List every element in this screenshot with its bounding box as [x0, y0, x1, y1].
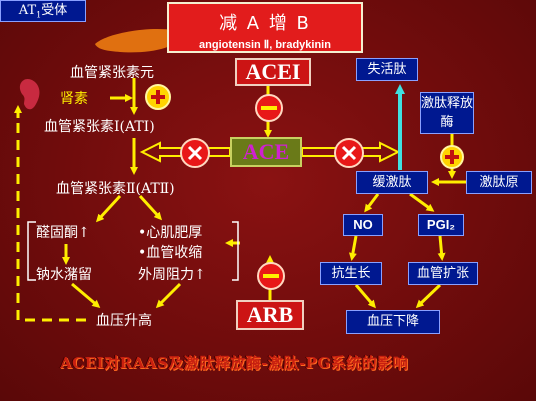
at1-suffix: 受体 [41, 3, 68, 18]
box-no: NO [343, 214, 383, 236]
title-subtitle: angiotensin Ⅱ, bradykinin [199, 39, 331, 51]
label-angiotensinogen: 血管紧张素元 [70, 65, 154, 81]
box-pgi2: PGI₂ [418, 214, 464, 236]
label-angiotensin-1: 血管紧张素Ⅰ(ATⅠ) [44, 119, 155, 135]
arrow-resistance-to-bp [155, 282, 182, 309]
at1-prefix: AT [18, 3, 37, 18]
label-renin: 肾素 [60, 91, 88, 107]
arrow-at2-to-aldosterone [95, 194, 122, 223]
footer-caption: ACEI对RAAS及激肽释放酶-激肽-PG系统的影响 [60, 354, 409, 372]
arrow-at2-to-effects [138, 194, 163, 221]
arrow-retention-to-bp [71, 282, 101, 308]
box-anti-growth: 抗生长 [320, 262, 382, 285]
box-bradykinin: 缓激肽 [356, 171, 428, 194]
arrow-antigrowth-to-bp-decrease [354, 284, 376, 309]
bracket-left [27, 221, 36, 281]
arrow-ace-right [301, 141, 401, 163]
at1-subscript: 1 [36, 10, 42, 20]
feedback-dashed-line [16, 118, 86, 322]
label-bp-increase: 血压升高 [96, 313, 152, 329]
label-sodium-water-retention: 钠水潴留 [36, 267, 92, 283]
minus-icon-arb [257, 262, 285, 290]
minus-icon-acei [255, 94, 283, 122]
label-aldosterone: 醛固酮↑ [36, 225, 90, 241]
box-bp-decrease: 血压下降 [346, 310, 440, 334]
block-icon-right [334, 138, 364, 168]
bracket-right [232, 221, 239, 281]
title-main: 减 A 增 B [219, 13, 311, 34]
plus-icon-renin [145, 84, 171, 110]
plus-icon-enzyme [440, 145, 464, 169]
label-angiotensin-2: 血管紧张素Ⅱ(ATⅡ) [56, 181, 175, 197]
acei-box: ACEI [235, 58, 311, 86]
arb-box: ARB [236, 300, 304, 330]
kidney-icon [19, 78, 40, 110]
arrow-bradykinin-to-no [364, 193, 380, 213]
ace-box: ACE [230, 137, 302, 167]
arrow-bradykinin-to-pgi2 [409, 192, 435, 212]
box-kininogen: 激肽原 [466, 171, 532, 194]
arrow-no-to-antigrowth [348, 235, 358, 261]
block-icon-left [180, 138, 210, 168]
label-vasoconstriction: •血管收缩 [138, 245, 203, 261]
at1-receptor-box: AT1受体 [0, 0, 86, 22]
title-box: 减 A 增 B angiotensin Ⅱ, bradykinin [167, 2, 363, 53]
label-myocardial-hypertrophy: •心肌肥厚 [138, 225, 203, 241]
box-inactive-peptide: 失活肽 [356, 58, 418, 81]
arrow-vasodilation-to-bp-decrease [415, 283, 442, 309]
arrow-pgi2-to-vasodilation [437, 235, 446, 261]
box-vasodilation: 血管扩张 [408, 262, 478, 285]
label-peripheral-resistance: 外周阻力↑ [138, 267, 206, 283]
liver-icon [95, 29, 185, 53]
arrow-ace-left [139, 141, 231, 163]
box-kinin-releasing-enzyme: 激肽释放酶 [420, 92, 474, 134]
